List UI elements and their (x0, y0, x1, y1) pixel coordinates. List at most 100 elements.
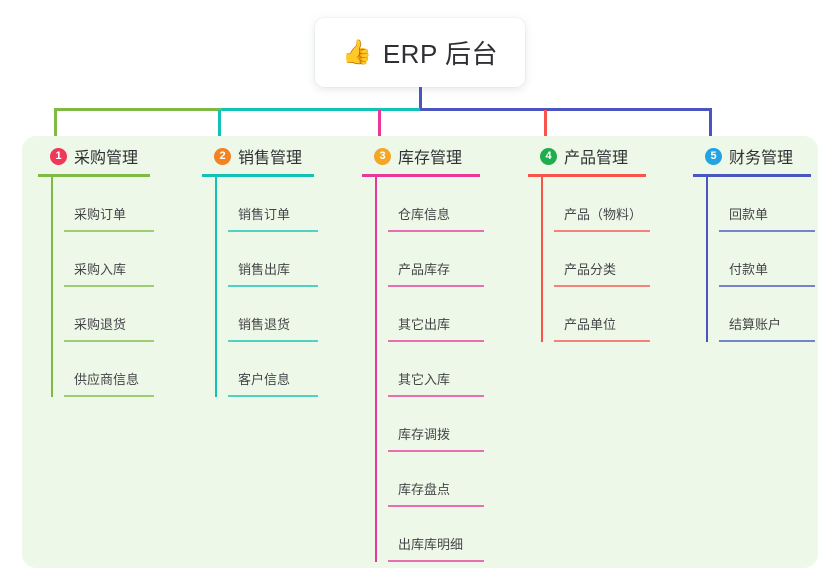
leaf-item[interactable]: 库存盘点 (375, 452, 484, 507)
leaf-item[interactable]: 回款单 (706, 177, 815, 232)
branch-title: 销售管理 (238, 150, 303, 167)
leaf-item[interactable]: 销售订单 (215, 177, 318, 232)
leaf-item-label: 库存盘点 (398, 482, 451, 497)
branch-underline (362, 174, 480, 177)
leaf-item-underline (554, 285, 650, 287)
leaf-item-label: 产品单位 (564, 317, 617, 332)
leaf-item[interactable]: 供应商信息 (51, 342, 154, 397)
leaf-item-label: 结算账户 (729, 317, 782, 332)
drop-connector-2 (218, 110, 221, 138)
leaf-item-label: 产品分类 (564, 262, 617, 277)
leaf-item[interactable]: 产品库存 (375, 232, 484, 287)
branch-underline (693, 174, 811, 177)
branch-number-badge: 4 (540, 147, 557, 165)
leaf-item[interactable]: 产品分类 (541, 232, 650, 287)
leaf-spine (706, 177, 708, 342)
leaf-item-underline (228, 230, 318, 232)
leaf-item-underline (388, 340, 484, 342)
leaf-item[interactable]: 出库库明细 (375, 507, 484, 562)
leaf-list: 回款单付款单结算账户 (693, 177, 815, 342)
leaf-item-label: 其它入库 (398, 372, 451, 387)
leaf-item[interactable]: 仓库信息 (375, 177, 484, 232)
leaf-item-label: 销售订单 (238, 207, 291, 222)
leaf-item[interactable]: 销售出库 (215, 232, 318, 287)
leaf-item-underline (554, 230, 650, 232)
leaf-item-label: 出库库明细 (398, 537, 464, 552)
leaf-item-underline (719, 340, 815, 342)
drop-connector-1 (54, 110, 57, 138)
leaf-item-underline (64, 395, 154, 397)
leaf-item-underline (228, 340, 318, 342)
leaf-item-label: 销售出库 (238, 262, 291, 277)
leaf-item-underline (388, 560, 484, 562)
leaf-item-label: 其它出库 (398, 317, 451, 332)
leaf-item-label: 回款单 (729, 207, 769, 222)
leaf-item[interactable]: 客户信息 (215, 342, 318, 397)
leaf-list: 仓库信息产品库存其它出库其它入库库存调拨库存盘点出库库明细 (362, 177, 484, 562)
thumbs-up-icon: 👍 (341, 38, 372, 66)
branch-number-badge: 2 (214, 147, 231, 165)
branch-column-采购管理: 1 采购管理采购订单采购入库采购退货供应商信息 (38, 144, 154, 397)
leaf-item-label: 采购退货 (74, 317, 127, 332)
branch-number-badge: 1 (50, 147, 67, 165)
leaf-item-label: 供应商信息 (74, 372, 140, 387)
leaf-item-label: 产品库存 (398, 262, 451, 277)
drop-connector-5 (709, 110, 712, 138)
leaf-item[interactable]: 采购订单 (51, 177, 154, 232)
leaf-item-underline (554, 340, 650, 342)
leaf-list: 销售订单销售出库销售退货客户信息 (202, 177, 318, 397)
leaf-item[interactable]: 结算账户 (706, 287, 815, 342)
root-node-title: ERP 后台 (382, 39, 499, 69)
leaf-item-label: 产品（物料） (564, 207, 643, 222)
leaf-spine (51, 177, 53, 397)
leaf-item[interactable]: 销售退货 (215, 287, 318, 342)
branch-underline (528, 174, 646, 177)
branch-title: 采购管理 (74, 150, 139, 167)
root-trunk-connector (419, 87, 422, 110)
drop-connector-3 (378, 110, 381, 138)
leaf-item-label: 库存调拨 (398, 427, 451, 442)
branch-column-销售管理: 2 销售管理销售订单销售出库销售退货客户信息 (202, 144, 318, 397)
branch-underline (38, 174, 150, 177)
leaf-item[interactable]: 采购退货 (51, 287, 154, 342)
leaf-item[interactable]: 其它出库 (375, 287, 484, 342)
branch-header-2[interactable]: 2 销售管理 (202, 144, 314, 168)
leaf-item-underline (388, 395, 484, 397)
leaf-spine (541, 177, 543, 342)
leaf-item-label: 客户信息 (238, 372, 291, 387)
leaf-item[interactable]: 其它入库 (375, 342, 484, 397)
drop-connector-4 (544, 110, 547, 138)
leaf-item-underline (388, 230, 484, 232)
branch-number-badge: 5 (705, 147, 722, 165)
bus-segment-2 (222, 108, 422, 111)
leaf-item-underline (64, 285, 154, 287)
bus-segment-3 (420, 108, 712, 111)
branch-header-1[interactable]: 1 采购管理 (38, 144, 150, 168)
leaf-item[interactable]: 产品（物料） (541, 177, 650, 232)
leaf-item-underline (388, 450, 484, 452)
leaf-item[interactable]: 产品单位 (541, 287, 650, 342)
leaf-item[interactable]: 付款单 (706, 232, 815, 287)
leaf-item-underline (228, 285, 318, 287)
leaf-item-label: 采购入库 (74, 262, 127, 277)
root-node-content: 👍 ERP 后台 (342, 34, 498, 71)
leaf-item-underline (719, 230, 815, 232)
leaf-item-label: 付款单 (729, 262, 769, 277)
leaf-item-label: 仓库信息 (398, 207, 451, 222)
leaf-item-underline (388, 285, 484, 287)
leaf-item[interactable]: 库存调拨 (375, 397, 484, 452)
leaf-item-label: 采购订单 (74, 207, 127, 222)
leaf-item[interactable]: 采购入库 (51, 232, 154, 287)
leaf-list: 采购订单采购入库采购退货供应商信息 (38, 177, 154, 397)
root-node[interactable]: 👍 ERP 后台 (315, 18, 525, 87)
branches-panel (22, 136, 818, 568)
leaf-spine (215, 177, 217, 397)
branch-title: 库存管理 (398, 150, 463, 167)
